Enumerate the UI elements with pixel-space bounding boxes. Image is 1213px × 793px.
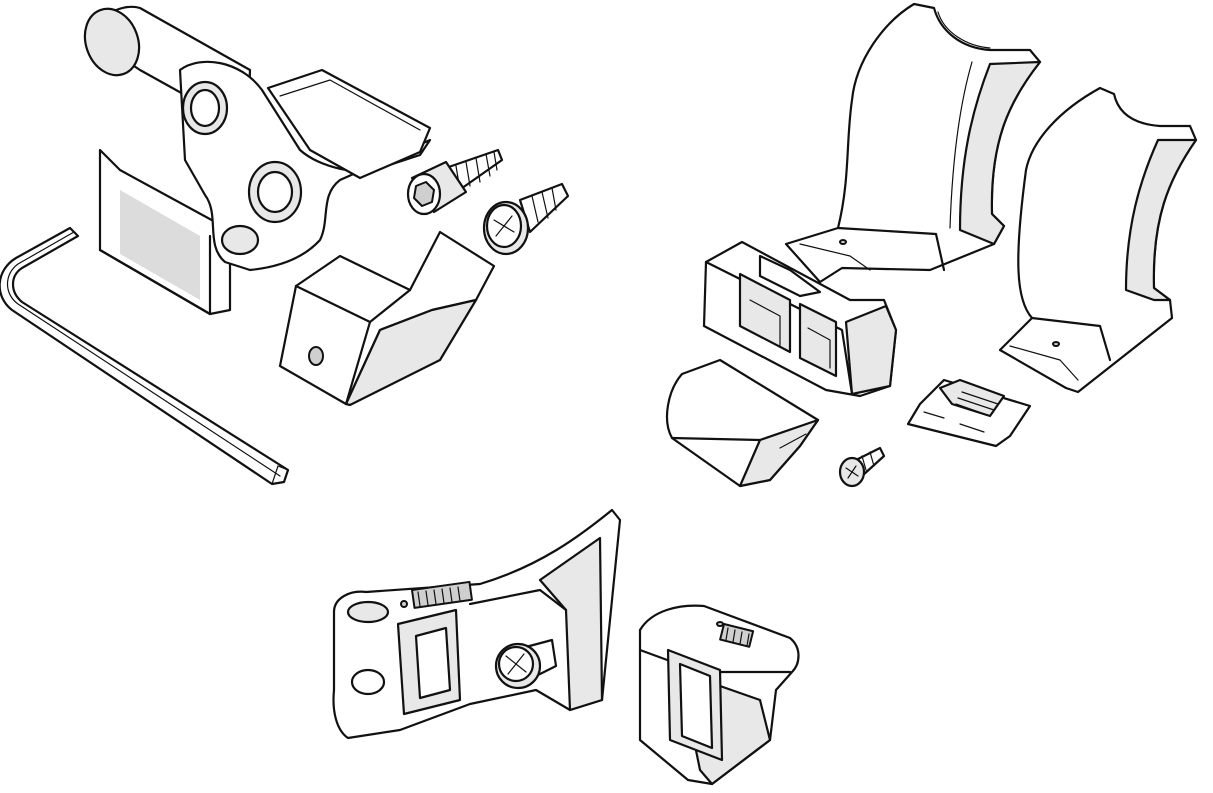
- arm-bolt: [494, 638, 558, 690]
- clamp-jaw-right: [998, 86, 1198, 394]
- socket-cap-screw: [406, 148, 504, 216]
- ratchet-strap-clip: [906, 378, 1032, 448]
- phillips-self-tapping-screw: [482, 182, 570, 256]
- hinge-bracket: [83, 5, 432, 316]
- end-cap: [665, 358, 820, 488]
- strap-lever-arm: [332, 508, 622, 740]
- ratchet-buckle-block: [638, 604, 800, 786]
- lever-cap: [278, 230, 496, 407]
- small-phillips-screw: [838, 446, 886, 488]
- slider-housing: [702, 240, 898, 398]
- clamp-jaw-left: [784, 2, 1042, 284]
- hex-key: [0, 226, 290, 486]
